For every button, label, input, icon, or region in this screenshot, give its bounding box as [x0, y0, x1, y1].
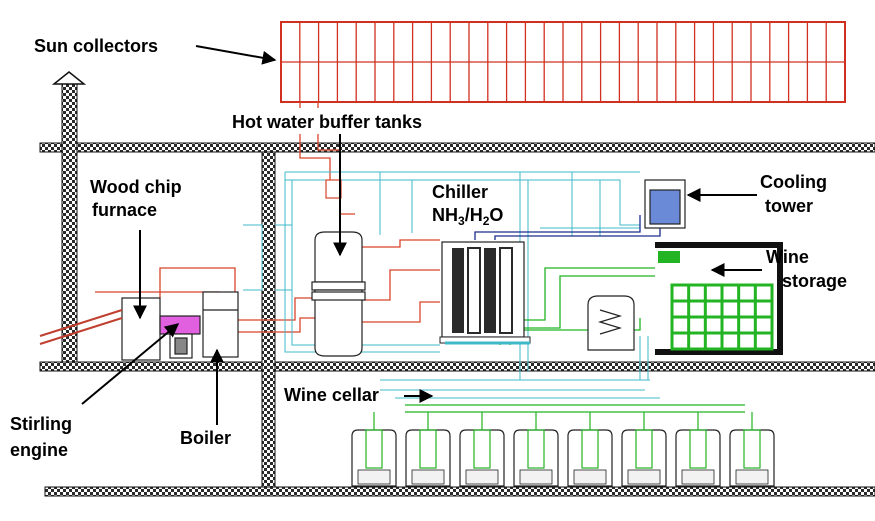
label-cooling-2: tower: [765, 196, 813, 216]
cellar-cabinet: [621, 412, 667, 487]
label-wine-storage-2: storage: [782, 271, 847, 291]
chiller-unit: [439, 241, 531, 345]
wine-storage-room: [655, 242, 783, 355]
label-wine-storage-1: Wine: [766, 247, 809, 267]
label-sun-collectors: Sun collectors: [34, 36, 158, 56]
buffer-tanks: [311, 179, 366, 357]
building-structure: [39, 71, 875, 497]
cellar-cabinet: [675, 412, 721, 487]
label-wine-cellar: Wine cellar: [284, 385, 379, 405]
label-chiller-formula: NH3/H2O: [432, 205, 503, 228]
wine-cellar-units: [351, 412, 775, 487]
cellar-cabinet: [513, 412, 559, 487]
label-stirling-1: Stirling: [10, 414, 72, 434]
wood-chip-furnace: [39, 297, 161, 361]
cellar-cabinet: [729, 412, 775, 487]
label-hot-water-tanks: Hot water buffer tanks: [232, 112, 422, 132]
label-boiler: Boiler: [180, 428, 231, 448]
cooling-tower: [644, 179, 686, 229]
cellar-cabinet: [459, 412, 505, 487]
sun-collectors: [280, 21, 846, 103]
cellar-cabinet: [351, 412, 397, 487]
heat-exchanger-tank: [587, 295, 635, 351]
cellar-cabinet: [405, 412, 451, 487]
stirling-engine: [159, 315, 201, 359]
cellar-floor-slab: [44, 486, 875, 497]
label-cooling-1: Cooling: [760, 172, 827, 192]
label-wood-chip-2: furnace: [92, 200, 157, 220]
cellar-cabinet: [567, 412, 613, 487]
ground-floor-slab: [39, 361, 875, 372]
roof-slab: [39, 142, 875, 153]
label-wood-chip-1: Wood chip: [90, 177, 182, 197]
label-backdrop: [228, 108, 474, 134]
label-chiller: Chiller: [432, 182, 488, 202]
boiler: [202, 291, 239, 358]
label-arrows: [81, 45, 762, 425]
chimney-cap: [51, 71, 87, 85]
label-stirling-2: engine: [10, 440, 68, 460]
chimney: [61, 81, 78, 363]
